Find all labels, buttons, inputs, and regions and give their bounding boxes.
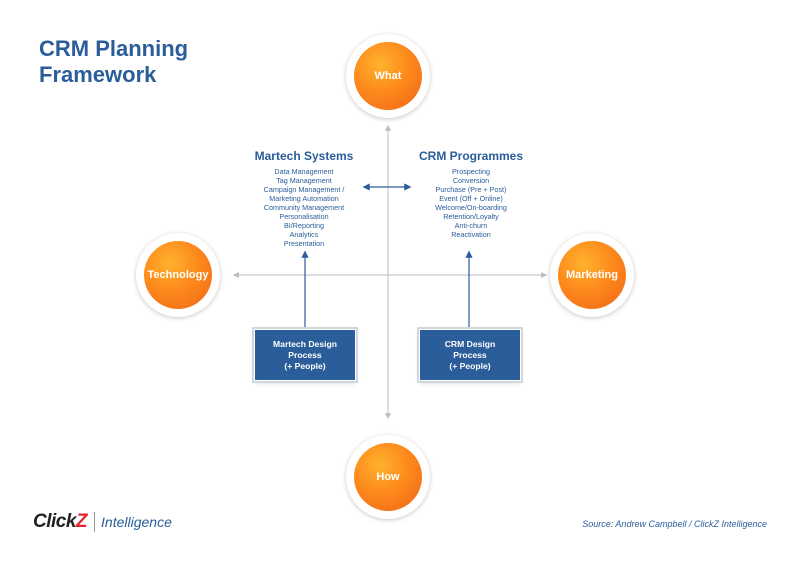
list-item: Campaign Management / [263, 185, 345, 194]
title-line-1: CRM Planning [39, 36, 189, 61]
process-line: (+ People) [284, 360, 326, 371]
process-line: Process [453, 349, 487, 360]
martech-systems-title: Martech Systems [254, 149, 354, 163]
list-item: Purchase (Pre + Post) [435, 185, 507, 194]
logo-mark-main: Click [33, 511, 76, 532]
page-title: CRM Planning Framework [39, 36, 188, 88]
list-item: Prospecting [452, 167, 490, 176]
what-circle: What [354, 42, 422, 110]
logo-mark: ClickZ [33, 511, 88, 533]
list-item: Event (Off + Online) [439, 194, 503, 203]
martech-design-process-label: Martech Design Process (+ People) [273, 339, 337, 372]
list-item: BI/Reporting [284, 221, 324, 230]
list-item: Community Management [263, 203, 345, 212]
crm-design-process-box: CRM Design Process (+ People) [420, 330, 520, 380]
list-item: Tag Management [276, 176, 332, 185]
martech-systems-panel: Martech Systems Data Management Tag Mana… [229, 149, 379, 248]
process-line: CRM Design [444, 338, 496, 349]
technology-circle: Technology [144, 241, 212, 309]
crm-programmes-panel: CRM Programmes Prospecting Conversion Pu… [396, 149, 546, 239]
how-circle: How [354, 443, 422, 511]
martech-design-process-box: Martech Design Process (+ People) [255, 330, 355, 380]
list-item: Marketing Automation [269, 194, 339, 203]
list-item: Conversion [452, 176, 490, 185]
list-item: Welcome/On-boarding [435, 203, 507, 212]
list-item: Anti-churn [454, 221, 488, 230]
what-label: What [374, 70, 402, 82]
marketing-label: Marketing [566, 269, 618, 281]
list-item: Data Management [274, 167, 334, 176]
clickz-logo: ClickZ Intelligence [33, 510, 172, 534]
logo-subtitle: Intelligence [101, 514, 172, 530]
source-credit: Source: Andrew Campbell / ClickZ Intelli… [582, 519, 767, 529]
technology-label: Technology [147, 269, 209, 281]
marketing-node: Marketing [550, 233, 634, 317]
process-line: (+ People) [449, 360, 491, 371]
process-line: Martech Design [273, 338, 337, 349]
marketing-circle: Marketing [558, 241, 626, 309]
crm-design-process-label: CRM Design Process (+ People) [445, 339, 496, 372]
logo-divider [94, 512, 96, 532]
how-label: How [376, 471, 400, 483]
list-item: Retention/Loyalty [443, 212, 499, 221]
list-item: Presentation [283, 239, 325, 248]
process-line: Process [288, 349, 322, 360]
martech-systems-list: Data Management Tag Management Campaign … [229, 167, 379, 248]
list-item: Analytics [289, 230, 319, 239]
crm-programmes-title: CRM Programmes [418, 149, 524, 163]
list-item: Personalisation [279, 212, 329, 221]
logo-mark-accent: Z [75, 511, 88, 532]
how-node: How [346, 435, 430, 519]
title-line-2: Framework [39, 62, 157, 87]
technology-node: Technology [136, 233, 220, 317]
crm-programmes-list: Prospecting Conversion Purchase (Pre + P… [396, 167, 546, 239]
what-node: What [346, 34, 430, 118]
list-item: Reactivation [451, 230, 491, 239]
